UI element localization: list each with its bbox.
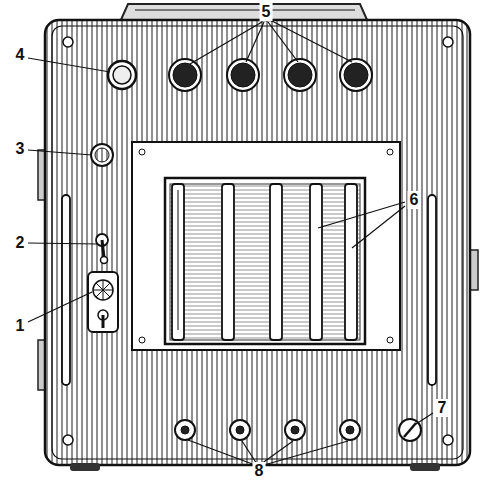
- callout-number: 1: [14, 317, 27, 335]
- callout-number: 7: [436, 399, 449, 417]
- callout-number: 6: [408, 191, 421, 209]
- callout-number: 3: [14, 140, 27, 158]
- callout-number: 2: [14, 234, 27, 252]
- callout-number: 4: [14, 46, 27, 64]
- callout-number: 5: [260, 3, 273, 21]
- callout-number: 8: [253, 462, 266, 480]
